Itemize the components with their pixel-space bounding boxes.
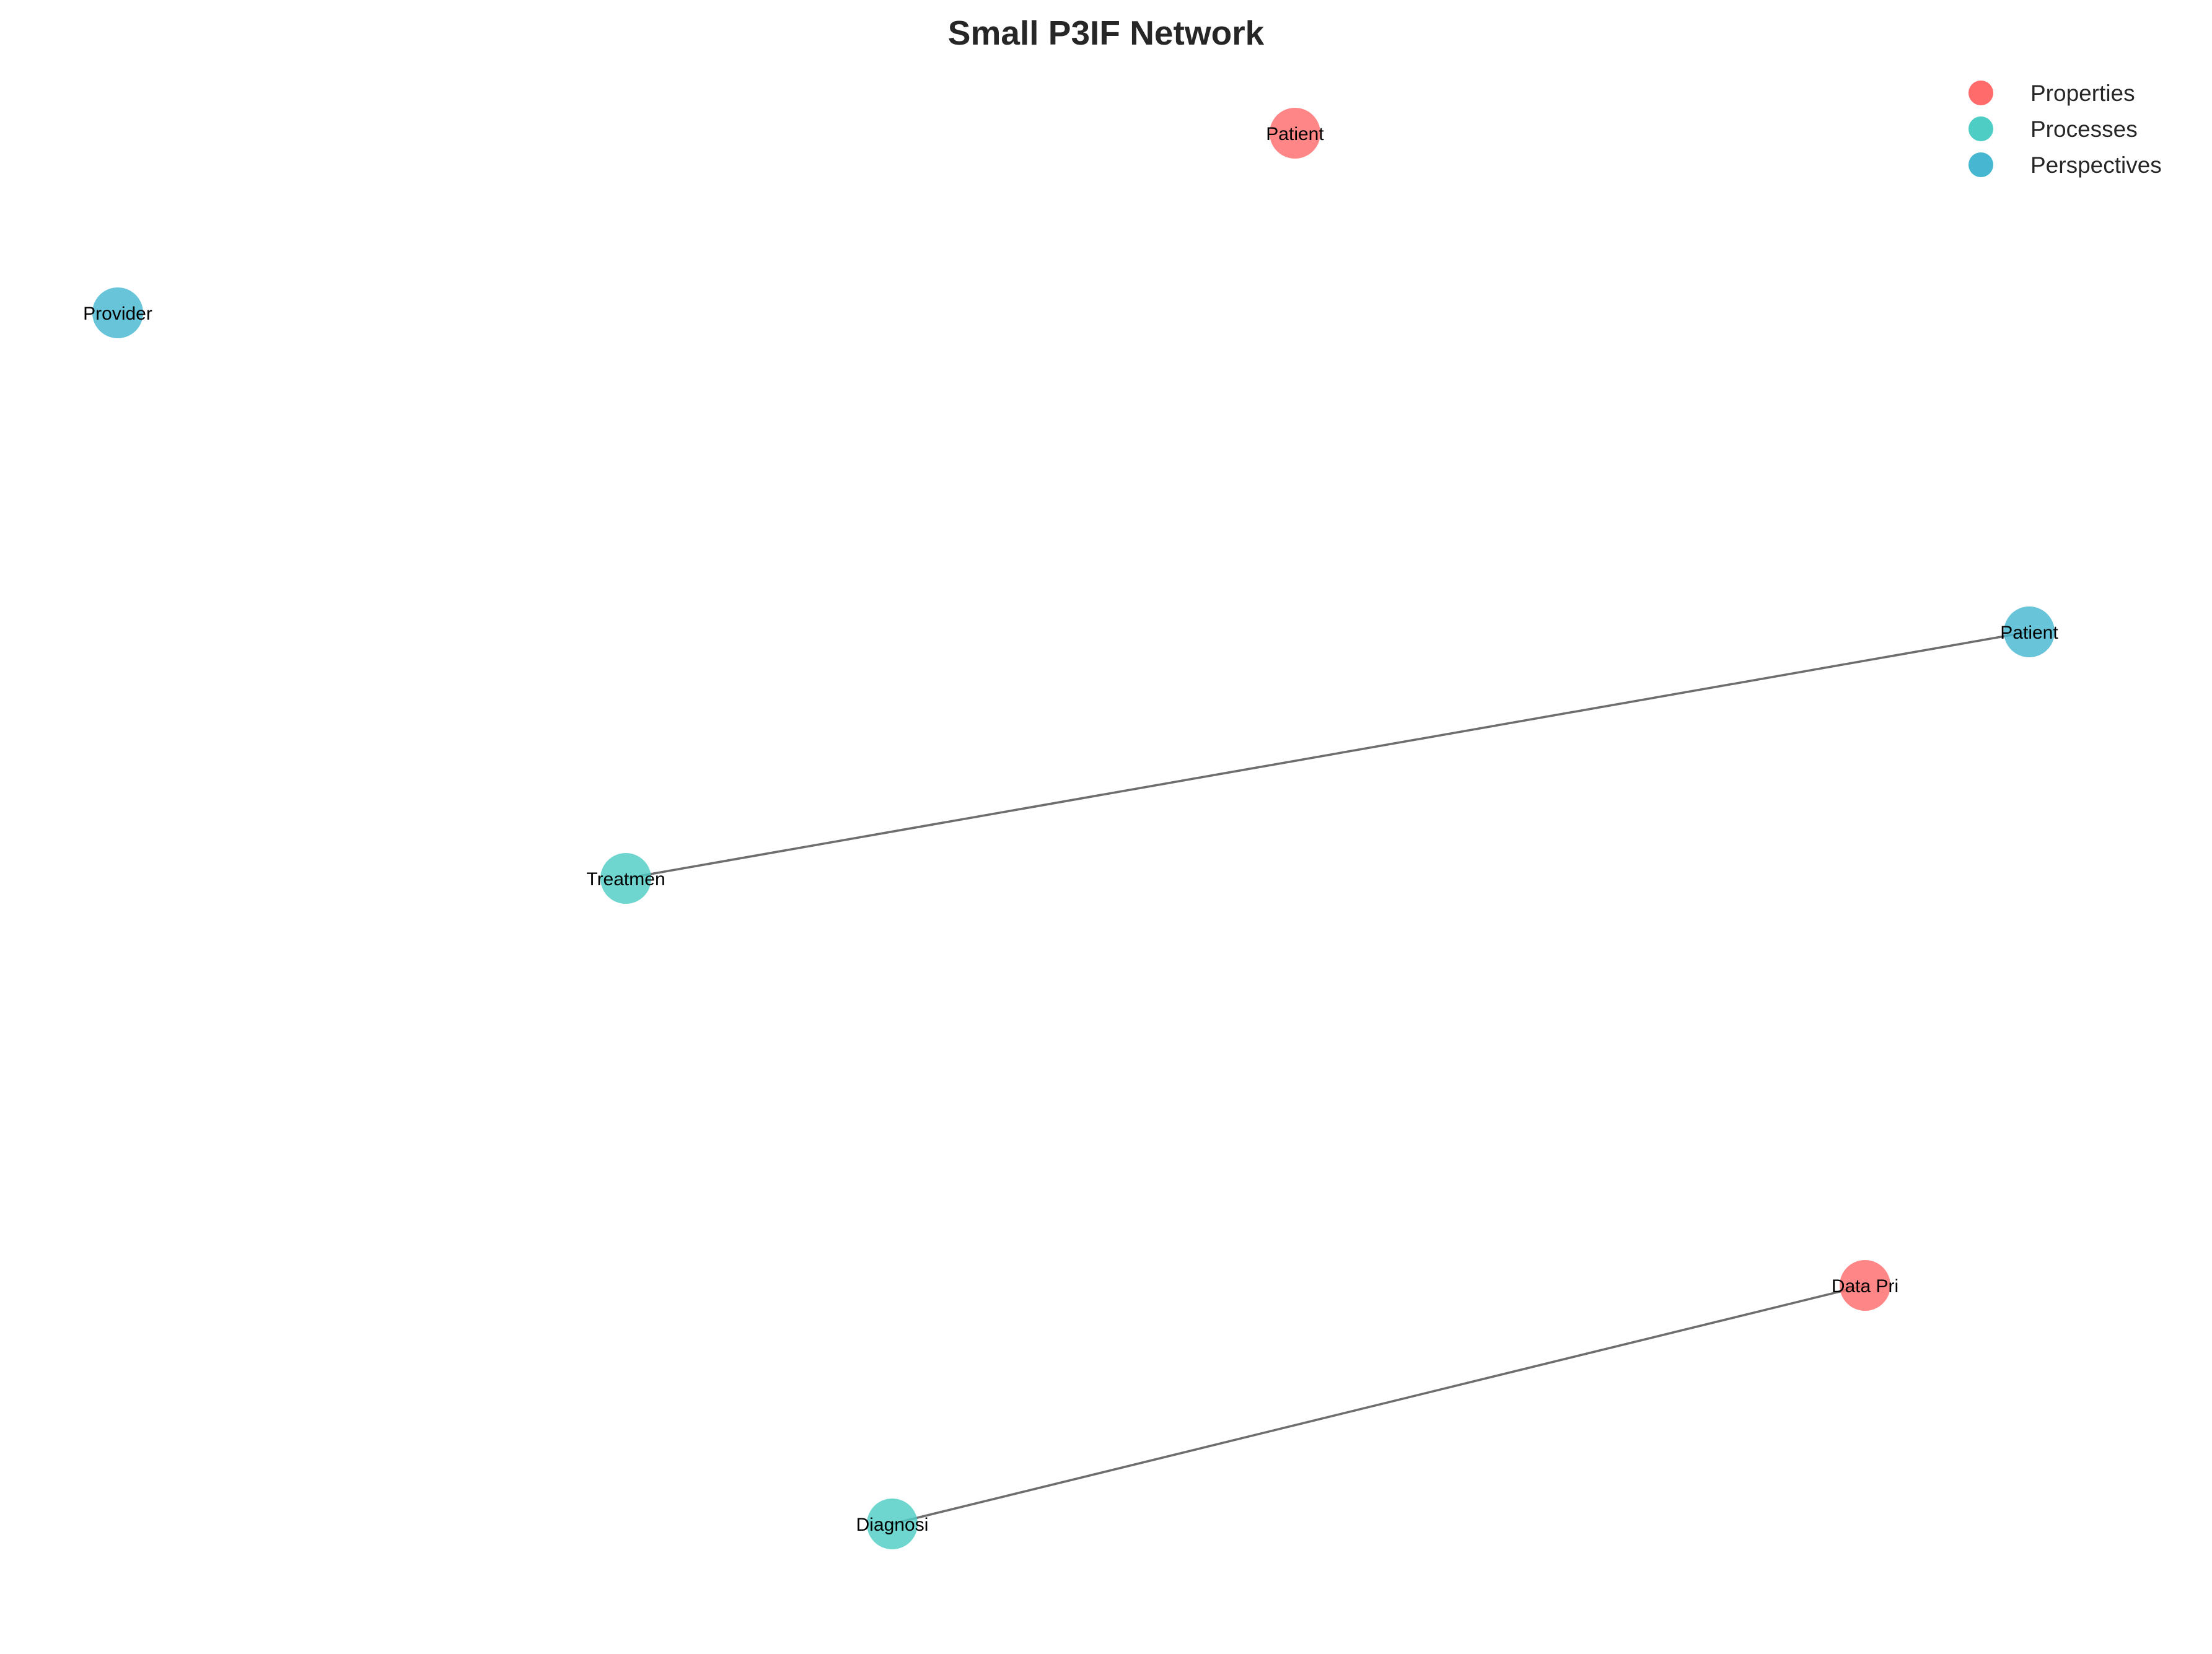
node-processes[interactable]: Treatmen [586,853,665,904]
legend-item-properties: Properties [1968,81,2135,106]
node-properties[interactable]: Data Pri [1832,1260,1898,1311]
legend-label: Processes [2030,116,2138,142]
legend-marker [1968,81,1993,105]
legend-label: Properties [2030,81,2135,106]
node-label: Diagnosi [856,1515,929,1535]
edge-n6-n5 [892,1284,1866,1525]
node-perspectives[interactable]: Provider [83,287,152,338]
node-processes[interactable]: Diagnosi [856,1499,929,1549]
node-circle[interactable] [600,853,651,904]
chart-title: Small P3IF Network [948,14,1265,52]
node-circle[interactable] [1840,1260,1890,1311]
node-circle[interactable] [2004,606,2055,657]
node-perspectives[interactable]: Patient [2000,606,2058,657]
edge-n4-n3 [625,631,2030,880]
node-properties[interactable]: Patient [1266,108,1324,159]
node-circle[interactable] [92,287,143,338]
node-label: Patient [1266,124,1324,144]
edges-layer [625,631,2030,1525]
legend-label: Perspectives [2030,152,2162,178]
node-label: Treatmen [586,869,665,890]
legend-marker [1968,152,1993,177]
node-label: Provider [83,304,152,324]
node-circle[interactable] [867,1499,918,1549]
legend-item-processes: Processes [1968,116,2138,142]
node-label: Data Pri [1832,1276,1898,1297]
legend-marker [1968,116,1993,141]
node-circle[interactable] [1270,108,1320,159]
legend-item-perspectives: Perspectives [1968,152,2162,178]
node-label: Patient [2000,623,2058,643]
